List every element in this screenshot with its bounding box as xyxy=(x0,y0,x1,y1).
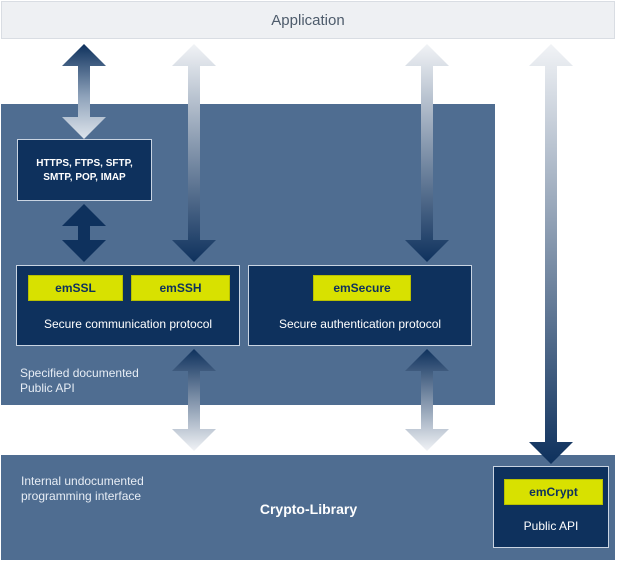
secure-communication-label: Secure communication protocol xyxy=(43,317,213,331)
internal-interface-note: Internal undocumented programming interf… xyxy=(21,474,144,504)
application-label: Application xyxy=(271,11,345,29)
app-to-emsecure-arrow xyxy=(405,44,449,262)
public-api-note-line2: Public API xyxy=(20,381,75,395)
protocols-line2: SMTP, POP, IMAP xyxy=(43,172,126,183)
public-api-note-line1: Specified documented xyxy=(20,366,139,380)
secure-communication-box: emSSL emSSH Secure communication protoco… xyxy=(16,265,240,346)
protocols-line1: HTTPS, FTPS, SFTP, xyxy=(36,158,133,169)
emsecure-chip: emSecure xyxy=(313,275,411,301)
public-api-label: Public API xyxy=(523,519,579,533)
secure-authentication-box: emSecure Secure authentication protocol xyxy=(248,265,472,346)
internal-interface-note-line2: programming interface xyxy=(21,489,142,503)
application-bar: Application xyxy=(1,1,615,39)
secure-authentication-label: Secure authentication protocol xyxy=(278,317,442,331)
emssl-chip: emSSL xyxy=(28,275,123,301)
emssh-chip: emSSH xyxy=(131,275,230,301)
authentication-to-crypto-arrow xyxy=(405,349,449,451)
app-to-protocols-arrow xyxy=(62,44,106,139)
protocols-to-communication-arrow xyxy=(62,204,106,262)
app-to-emcrypt-arrow xyxy=(529,44,573,464)
internal-interface-note-line1: Internal undocumented xyxy=(21,474,144,488)
emcrypt-chip: emCrypt xyxy=(504,479,603,505)
crypto-library-title: Crypto-Library xyxy=(259,501,358,517)
public-api-note: Specified documented Public API xyxy=(20,366,139,396)
communication-to-crypto-arrow xyxy=(172,349,216,451)
public-api-box: emCrypt Public API xyxy=(493,466,609,548)
protocols-box: HTTPS, FTPS, SFTP, SMTP, POP, IMAP xyxy=(17,139,152,201)
app-to-emssh-arrow xyxy=(172,44,216,262)
